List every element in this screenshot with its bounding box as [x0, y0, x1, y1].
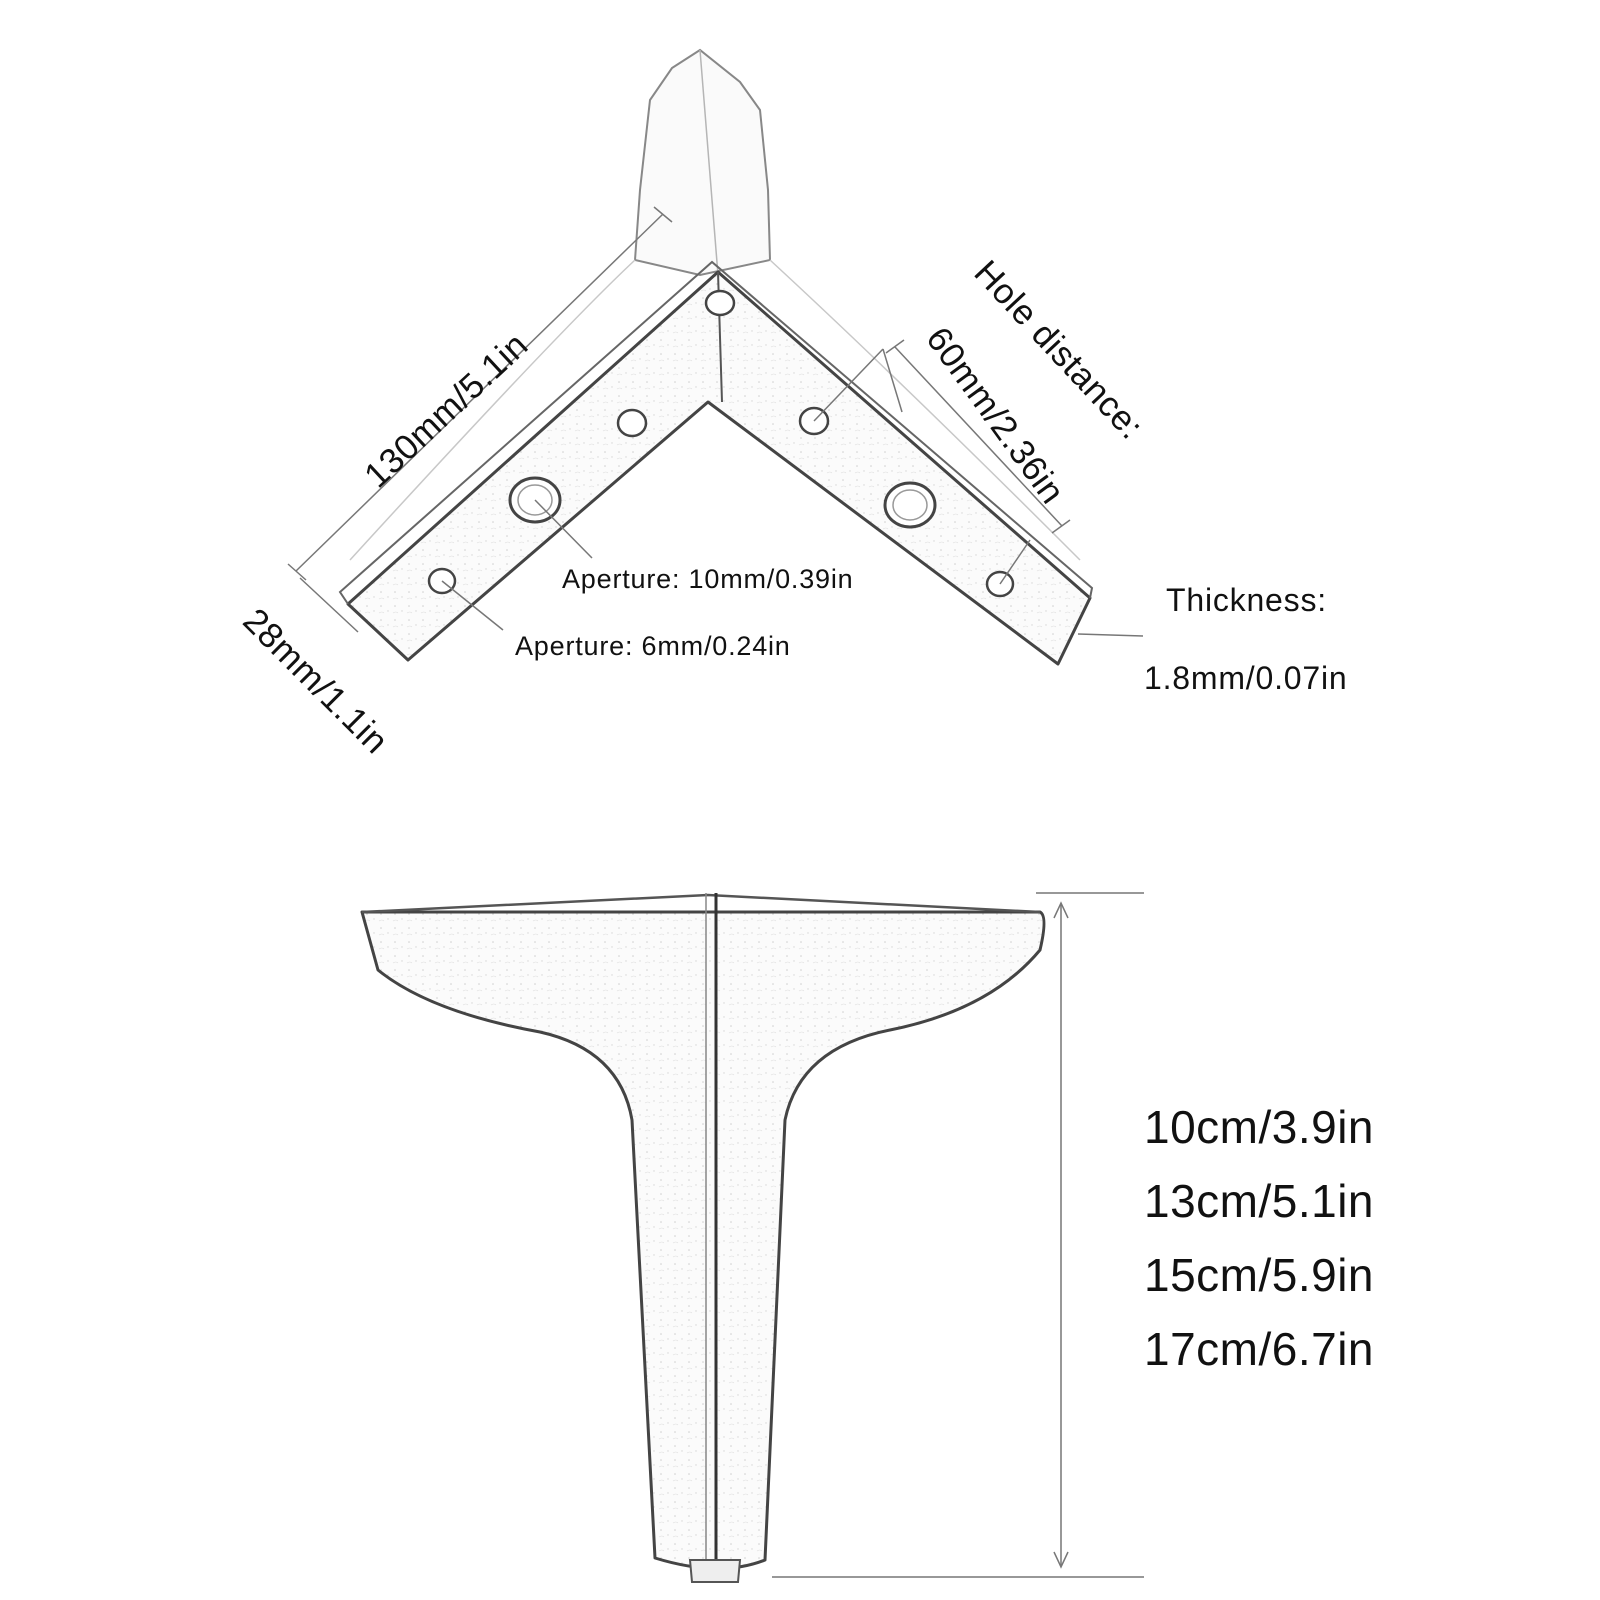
leg-foot-screw: [688, 1559, 742, 1583]
thickness-value: 1.8mm/0.07in: [1144, 660, 1348, 696]
height-option: 10cm/3.9in: [1144, 1101, 1375, 1153]
width-dimension-line: [299, 577, 359, 633]
large-aperture-label: Aperture: 10mm/0.39in: [562, 564, 854, 594]
top-dimension-lines: [287, 206, 1144, 637]
small-aperture-leader: [441, 580, 504, 631]
side-view-leg: [360, 892, 1144, 1583]
height-option: 13cm/5.1in: [1144, 1175, 1375, 1227]
thickness-leader: [1077, 633, 1144, 637]
hole-distance-leader: [999, 539, 1031, 585]
height-option: 17cm/6.7in: [1144, 1323, 1375, 1375]
height-dimension: [772, 892, 1144, 1578]
hole-corner: [704, 289, 736, 317]
hole-small-left-upper: [616, 408, 648, 438]
height-option: 15cm/5.9in: [1144, 1249, 1375, 1301]
small-aperture-label: Aperture: 6mm/0.24in: [515, 631, 791, 661]
leg-outline: [360, 910, 1046, 1571]
hole-distance-line: [894, 346, 1063, 527]
mounting-holes: [427, 289, 1015, 598]
large-aperture-leader: [534, 499, 593, 559]
top-view-bracket: [287, 48, 1144, 666]
length-dimension-line: [295, 213, 664, 572]
thickness-title: Thickness:: [1166, 582, 1327, 618]
